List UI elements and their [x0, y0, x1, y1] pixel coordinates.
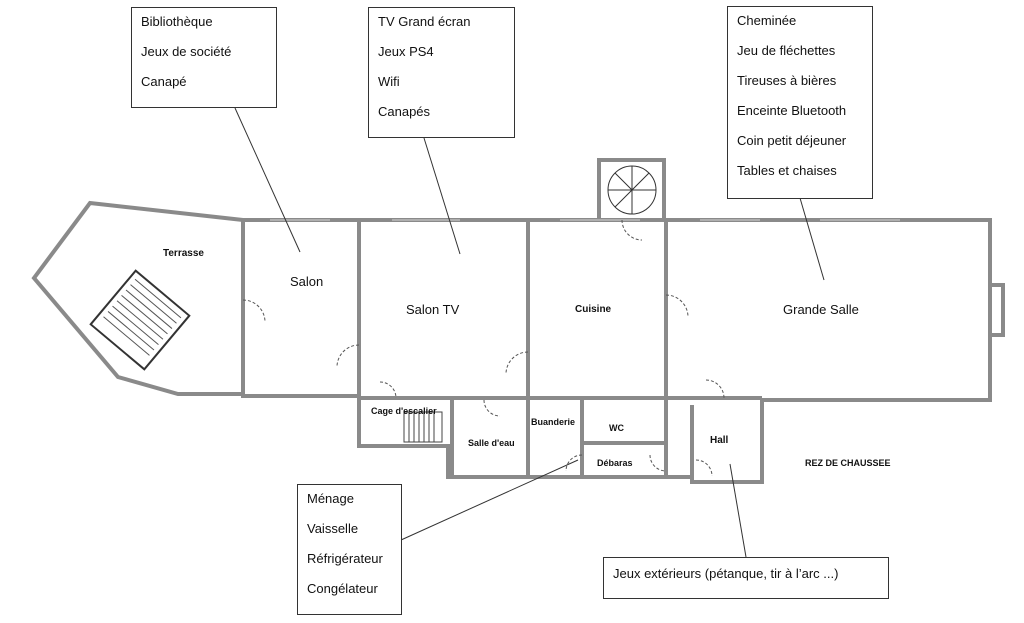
- callout-text: Jeux extérieurs (pétanque, tir à l’arc .…: [613, 566, 839, 581]
- room-label-terrasse: Terrasse: [163, 248, 204, 259]
- leader-line-salon-tv: [423, 137, 461, 255]
- callout-text: Canapés: [378, 104, 431, 119]
- room-label-salon-tv: Salon TV: [406, 302, 460, 317]
- room-label-salle-eau: Salle d'eau: [468, 438, 515, 448]
- callout-grande-salle: Cheminée Jeu de fléchettes Tireuses à bi…: [727, 6, 873, 199]
- room-label-salon: Salon: [290, 274, 323, 289]
- callout-text: Ménage: [307, 491, 354, 506]
- callout-salon: Bibliothèque Jeux de société Canapé: [131, 7, 277, 108]
- spiral-stair-icon: [607, 165, 657, 215]
- tower-wall: [597, 158, 666, 220]
- terrasse-stair-icon: [89, 269, 191, 371]
- callout-text: Coin petit déjeuner: [737, 133, 847, 148]
- terrasse-wall: [31, 200, 244, 396]
- callout-text: Réfrigérateur: [307, 551, 383, 566]
- callout-text: Jeux de société: [141, 44, 232, 59]
- room-label-cuisine: Cuisine: [575, 304, 612, 315]
- callout-text: Tireuses à bières: [737, 73, 837, 88]
- leader-line-hall: [729, 463, 747, 558]
- callout-text: Jeu de fléchettes: [737, 43, 836, 58]
- floor-label: REZ DE CHAUSSEE: [805, 458, 891, 468]
- stair-icon: [403, 411, 443, 443]
- room-label-buanderie: Buanderie: [531, 417, 575, 427]
- fireplace-wall: [990, 283, 1005, 337]
- room-label-debaras: Débaras: [597, 458, 633, 468]
- callout-text: Tables et chaises: [737, 163, 837, 178]
- callout-text: TV Grand écran: [378, 14, 471, 29]
- leader-line-salon: [234, 107, 301, 253]
- interior-wall: [582, 400, 668, 445]
- callout-text: Vaisselle: [307, 521, 359, 536]
- callout-text: Enceinte Bluetooth: [737, 103, 847, 118]
- callout-salon-tv: TV Grand écran Jeux PS4 Wifi Canapés: [368, 7, 515, 138]
- room-label-grande-salle: Grande Salle: [783, 302, 859, 317]
- leader-line-grande-salle: [799, 197, 825, 281]
- room-label-hall: Hall: [710, 435, 729, 446]
- callout-text: Canapé: [141, 74, 187, 89]
- callout-text: Jeux PS4: [378, 44, 434, 59]
- callout-text: Cheminée: [737, 13, 797, 28]
- callout-text: Wifi: [378, 74, 400, 89]
- room-label-cage-escalier: Cage d'escalier: [371, 406, 437, 416]
- room-label-wc: WC: [609, 423, 624, 433]
- callout-hall: Jeux extérieurs (pétanque, tir à l’arc .…: [603, 557, 889, 599]
- callout-text: Congélateur: [307, 581, 378, 596]
- callout-cuisine: Ménage Vaisselle Réfrigérateur Congélate…: [297, 484, 402, 615]
- callout-text: Bibliothèque: [141, 14, 213, 29]
- leader-line-cuisine: [400, 459, 579, 541]
